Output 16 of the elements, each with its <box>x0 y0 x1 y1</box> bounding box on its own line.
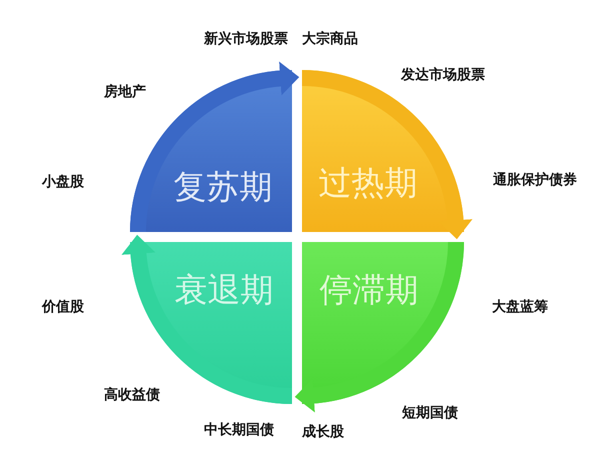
asset-label: 通胀保护债券 <box>493 172 577 188</box>
asset-label: 小盘股 <box>42 174 84 190</box>
asset-label: 新兴市场股票 <box>204 30 288 48</box>
asset-label: 大盘蓝筹 <box>492 298 548 316</box>
asset-label: 短期国债 <box>402 404 458 422</box>
asset-label: 发达市场股票 <box>401 66 485 84</box>
asset-label: 成长股 <box>302 424 344 440</box>
asset-label: 中长期国债 <box>204 422 274 438</box>
asset-label: 高收益债 <box>104 386 160 404</box>
asset-label: 房地产 <box>104 84 146 100</box>
phase-label: 停滞期 <box>320 272 418 308</box>
phase-label: 衰退期 <box>174 272 274 308</box>
asset-label: 大宗商品 <box>302 30 358 48</box>
phase-label: 过热期 <box>318 164 418 202</box>
asset-label: 价值股 <box>42 298 84 316</box>
phase-label: 复苏期 <box>174 168 272 206</box>
